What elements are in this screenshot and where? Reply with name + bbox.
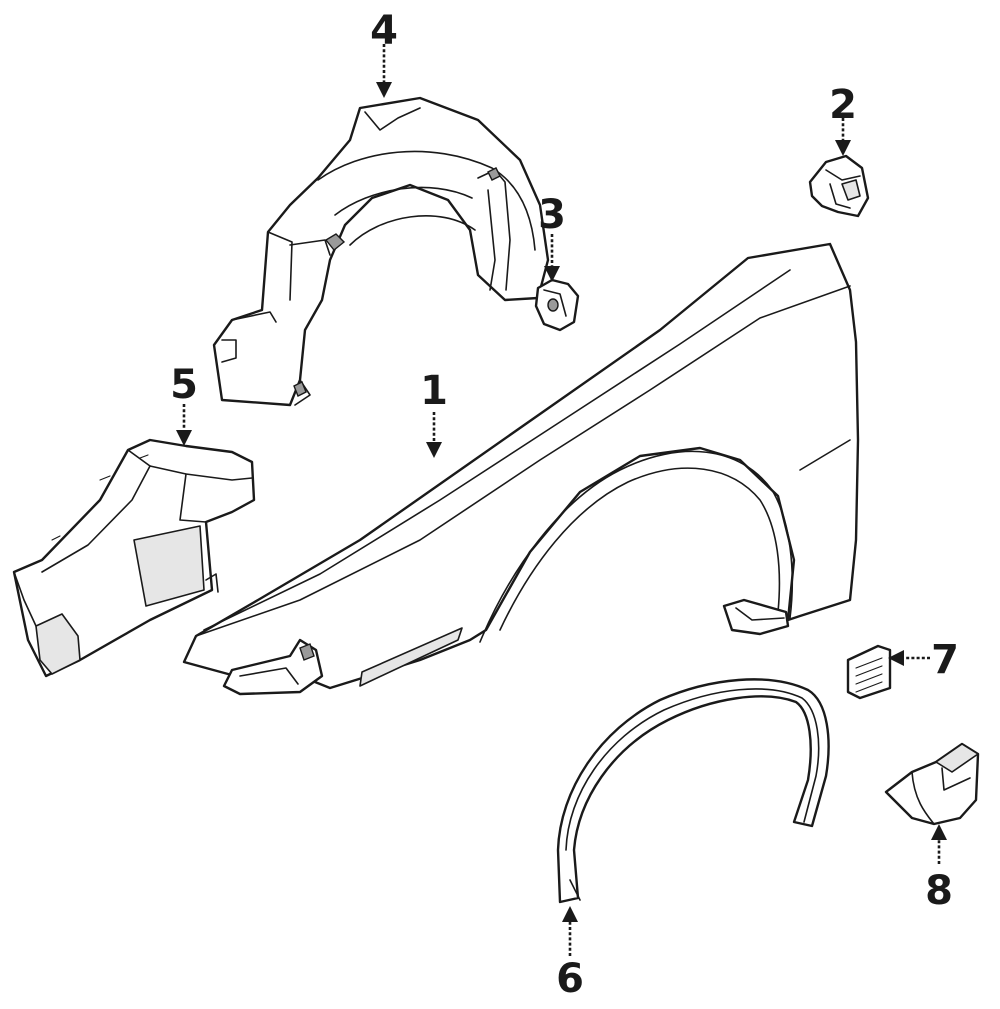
arrowhead-7 xyxy=(888,650,904,666)
emblem-part xyxy=(846,644,892,700)
bracket-part xyxy=(808,154,870,218)
arrowhead-6 xyxy=(562,906,578,922)
nut-clip-part xyxy=(534,278,580,332)
callout-numbers: 4 2 3 5 1 7 8 6 xyxy=(170,8,959,1002)
arrowhead-1 xyxy=(426,442,442,458)
splash-shield-part xyxy=(12,438,256,678)
callout-leaders xyxy=(176,44,947,956)
callout-label-3: 3 xyxy=(538,192,566,238)
inner-liner-part xyxy=(212,96,550,407)
callout-label-8: 8 xyxy=(925,868,953,914)
wheel-molding-part xyxy=(556,678,830,904)
callout-label-6: 6 xyxy=(556,956,584,1002)
callout-label-1: 1 xyxy=(420,368,448,414)
callout-label-2: 2 xyxy=(829,82,857,128)
callout-label-7: 7 xyxy=(931,637,959,683)
arrowhead-5 xyxy=(176,430,192,446)
molding-clip-part xyxy=(884,742,980,826)
arrowhead-2 xyxy=(835,140,851,156)
fender-part xyxy=(182,242,860,696)
arrowhead-8 xyxy=(931,824,947,840)
callout-label-5: 5 xyxy=(170,362,198,408)
arrowhead-3 xyxy=(544,266,560,282)
callout-label-4: 4 xyxy=(370,8,398,54)
arrowhead-4 xyxy=(376,82,392,98)
